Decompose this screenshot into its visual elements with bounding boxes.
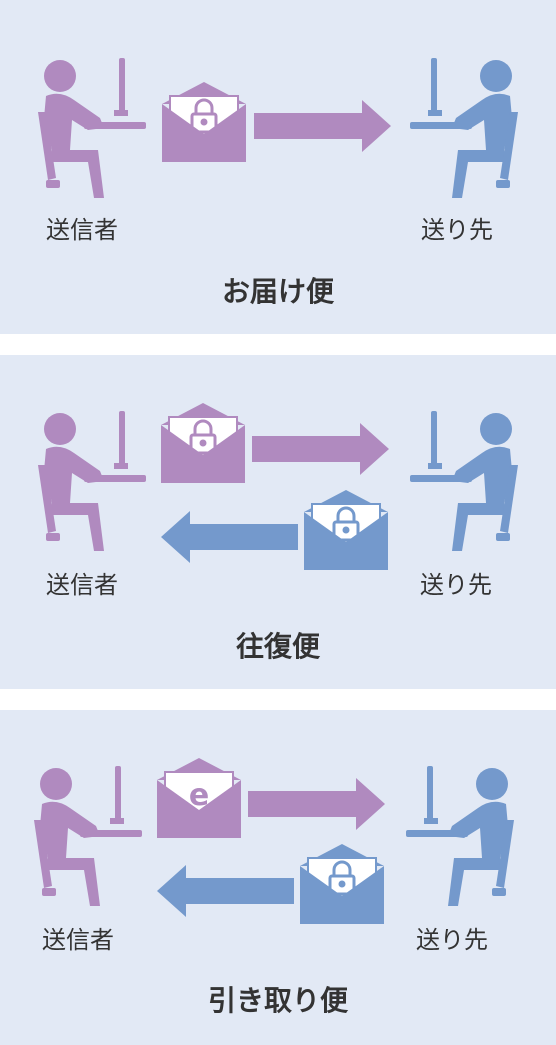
arrow-right-icon bbox=[252, 423, 389, 475]
lock-envelope-icon bbox=[304, 490, 388, 570]
panel-title: お届け便 bbox=[221, 275, 334, 308]
arrow-left-icon bbox=[161, 511, 298, 563]
lock-icon bbox=[189, 419, 217, 455]
sender-label: 送信者 bbox=[42, 926, 114, 954]
lock-icon bbox=[328, 860, 356, 896]
lock-icon bbox=[332, 506, 360, 542]
recipient-person-icon bbox=[410, 411, 518, 551]
recipient-person-icon bbox=[406, 766, 514, 906]
recipient-label: 送り先 bbox=[416, 926, 488, 954]
panel-oufuku: 送信者 送り先 往復便 bbox=[0, 355, 556, 689]
recipient-label: 送り先 bbox=[420, 571, 492, 599]
panel-title: 引き取り便 bbox=[207, 984, 348, 1017]
panel-otodoke: 送信者 送り先 お届け便 bbox=[0, 0, 556, 334]
sender-person-icon bbox=[34, 766, 142, 906]
e-icon: e bbox=[189, 778, 209, 813]
arrow-right-icon bbox=[254, 100, 391, 152]
recipient-label: 送り先 bbox=[421, 216, 493, 244]
arrow-left-icon bbox=[157, 865, 294, 917]
panel-title: 往復便 bbox=[235, 630, 320, 663]
sender-person-icon bbox=[38, 411, 146, 551]
sender-person-icon bbox=[38, 58, 146, 198]
recipient-person-icon bbox=[410, 58, 518, 198]
lock-icon bbox=[190, 98, 218, 134]
lock-envelope-icon bbox=[161, 403, 245, 483]
e-envelope-icon: e bbox=[157, 758, 241, 838]
panel-hikitori: e 送信者 送り先 引き取り便 bbox=[0, 710, 556, 1045]
sender-label: 送信者 bbox=[46, 216, 118, 244]
lock-envelope-icon bbox=[300, 844, 384, 924]
arrow-right-icon bbox=[248, 778, 385, 830]
sender-label: 送信者 bbox=[46, 571, 118, 599]
lock-envelope-icon bbox=[162, 82, 246, 162]
